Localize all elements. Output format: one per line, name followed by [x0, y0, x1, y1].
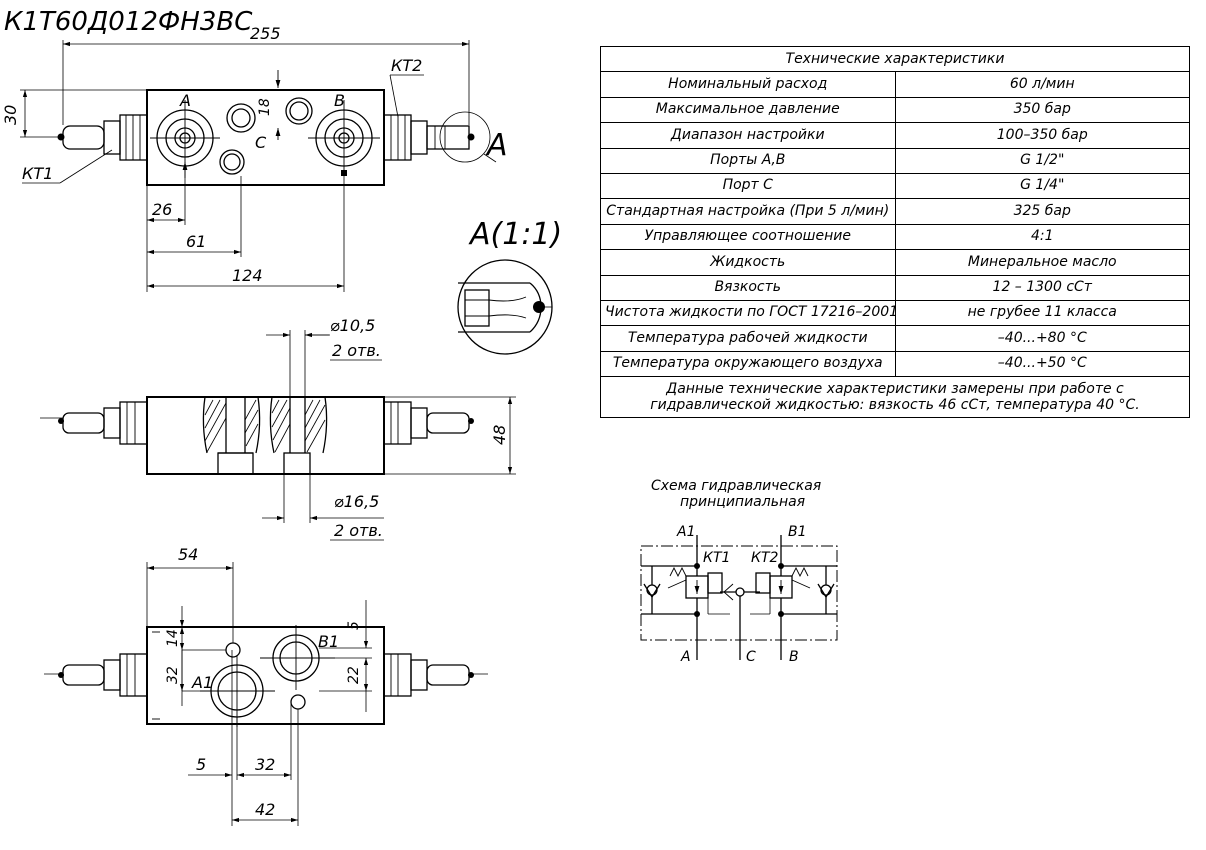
dim-overall-width: 255 [250, 24, 281, 43]
spec-param: Диапазон настройки [600, 122, 896, 149]
spec-param: Температура рабочей жидкости [600, 325, 896, 352]
kt2-label: КТ2 [391, 56, 422, 75]
model-code: К1Т60Д012ФН3ВС [4, 7, 253, 37]
top-hole-count: 2 отв. [332, 341, 381, 360]
spec-table: Технические характеристики Номинальный р… [600, 45, 1190, 419]
schematic-c-label: С [746, 649, 756, 665]
spec-title-row: Технические характеристики [600, 45, 1190, 73]
schematic-a1-label: А1 [676, 524, 695, 540]
kt1-label: КТ1 [22, 164, 53, 183]
schematic-title-line2: принципиальная [680, 494, 805, 510]
hydraulic-schematic: Схема гидравлическая принципиальная А1 В… [640, 478, 838, 665]
spec-value: 350 бар [894, 96, 1190, 124]
dim-42: 42 [255, 800, 275, 819]
dim-61: 61 [186, 232, 206, 251]
spec-value: 100–350 бар [894, 122, 1190, 149]
port-a-label: А [179, 91, 191, 110]
spec-value: G 1/4" [894, 172, 1190, 200]
spec-param: Жидкость [600, 249, 896, 276]
port-c-label: С [255, 133, 267, 152]
spec-value: 12 – 1300 сСт [894, 274, 1190, 301]
spec-value: 60 л/мин [894, 71, 1190, 98]
spec-param: Порты А,В [600, 147, 896, 174]
dim-26: 26 [152, 200, 172, 219]
table-row: Температура окружающего воздуха–40...+50… [600, 350, 1190, 378]
dim-32-vertical: 32 [165, 666, 181, 684]
dim-14: 14 [165, 629, 181, 647]
dim-54: 54 [178, 545, 198, 564]
dim-5-bottom: 5 [196, 755, 206, 774]
schematic-kt1-label: КТ1 [703, 550, 730, 566]
spec-value: –40...+50 °С [894, 350, 1190, 378]
spec-table-title: Технические характеристики [600, 45, 1190, 73]
spec-value: G 1/2" [894, 147, 1190, 174]
schematic-a-label: А [680, 649, 691, 665]
spec-param: Номинальный расход [600, 71, 896, 98]
dim-port-offset: 18 [257, 98, 273, 116]
top-hole-diameter: ⌀10,5 [330, 316, 375, 335]
spec-param: Стандартная настройка (При 5 л/мин) [600, 198, 896, 225]
port-b1-label: В1 [318, 632, 339, 651]
dim-32-horizontal: 32 [255, 755, 275, 774]
port-a1-label: А1 [191, 673, 213, 692]
spec-param: Порт С [600, 172, 896, 200]
bottom-hole-diameter: ⌀16,5 [334, 492, 379, 511]
dim-48: 48 [490, 425, 509, 445]
spec-value: –40...+80 °С [894, 325, 1190, 352]
detail-view: А(1:1) [457, 217, 562, 355]
bottom-view: В1 А1 54 14 32 5 22 5 32 42 [44, 545, 488, 826]
side-view: ⌀10,5 2 отв. ⌀16,5 2 отв. 48 [40, 316, 516, 541]
schematic-title-line1: Схема гидравлическая [651, 478, 821, 494]
detail-view-label: А(1:1) [468, 217, 562, 252]
spec-value: 4:1 [894, 223, 1190, 251]
spec-param: Управляющее соотношение [600, 223, 896, 251]
spec-param: Температура окружающего воздуха [600, 350, 896, 378]
schematic-kt2-label: КТ2 [751, 550, 778, 566]
detail-callout-label: А [485, 128, 508, 163]
spec-value: Минеральное масло [894, 249, 1190, 276]
spec-param: Максимальное давление [600, 96, 896, 124]
dim-124: 124 [232, 266, 263, 285]
spec-value: 325 бар [894, 198, 1190, 225]
port-b-label: В [334, 91, 345, 110]
spec-value: не грубее 11 класса [894, 299, 1190, 327]
dim-height-30: 30 [1, 105, 20, 125]
dim-5-top: 5 [346, 621, 362, 630]
spec-param: Вязкость [600, 274, 896, 301]
schematic-b-label: В [789, 649, 799, 665]
schematic-b1-label: В1 [788, 524, 807, 540]
spec-param: Чистота жидкости по ГОСТ 17216–2001 [600, 299, 896, 327]
bottom-hole-count: 2 отв. [334, 521, 383, 540]
front-view: А А В С 18 255 [1, 24, 508, 292]
table-row: Стандартная настройка (При 5 л/мин)325 б… [600, 198, 1190, 225]
table-row: Температура рабочей жидкости–40...+80 °С [600, 325, 1190, 352]
dim-22: 22 [346, 666, 362, 684]
spec-note: Данные технические характеристики замере… [600, 376, 1190, 419]
spec-note-row: Данные технические характеристики замере… [600, 376, 1190, 419]
